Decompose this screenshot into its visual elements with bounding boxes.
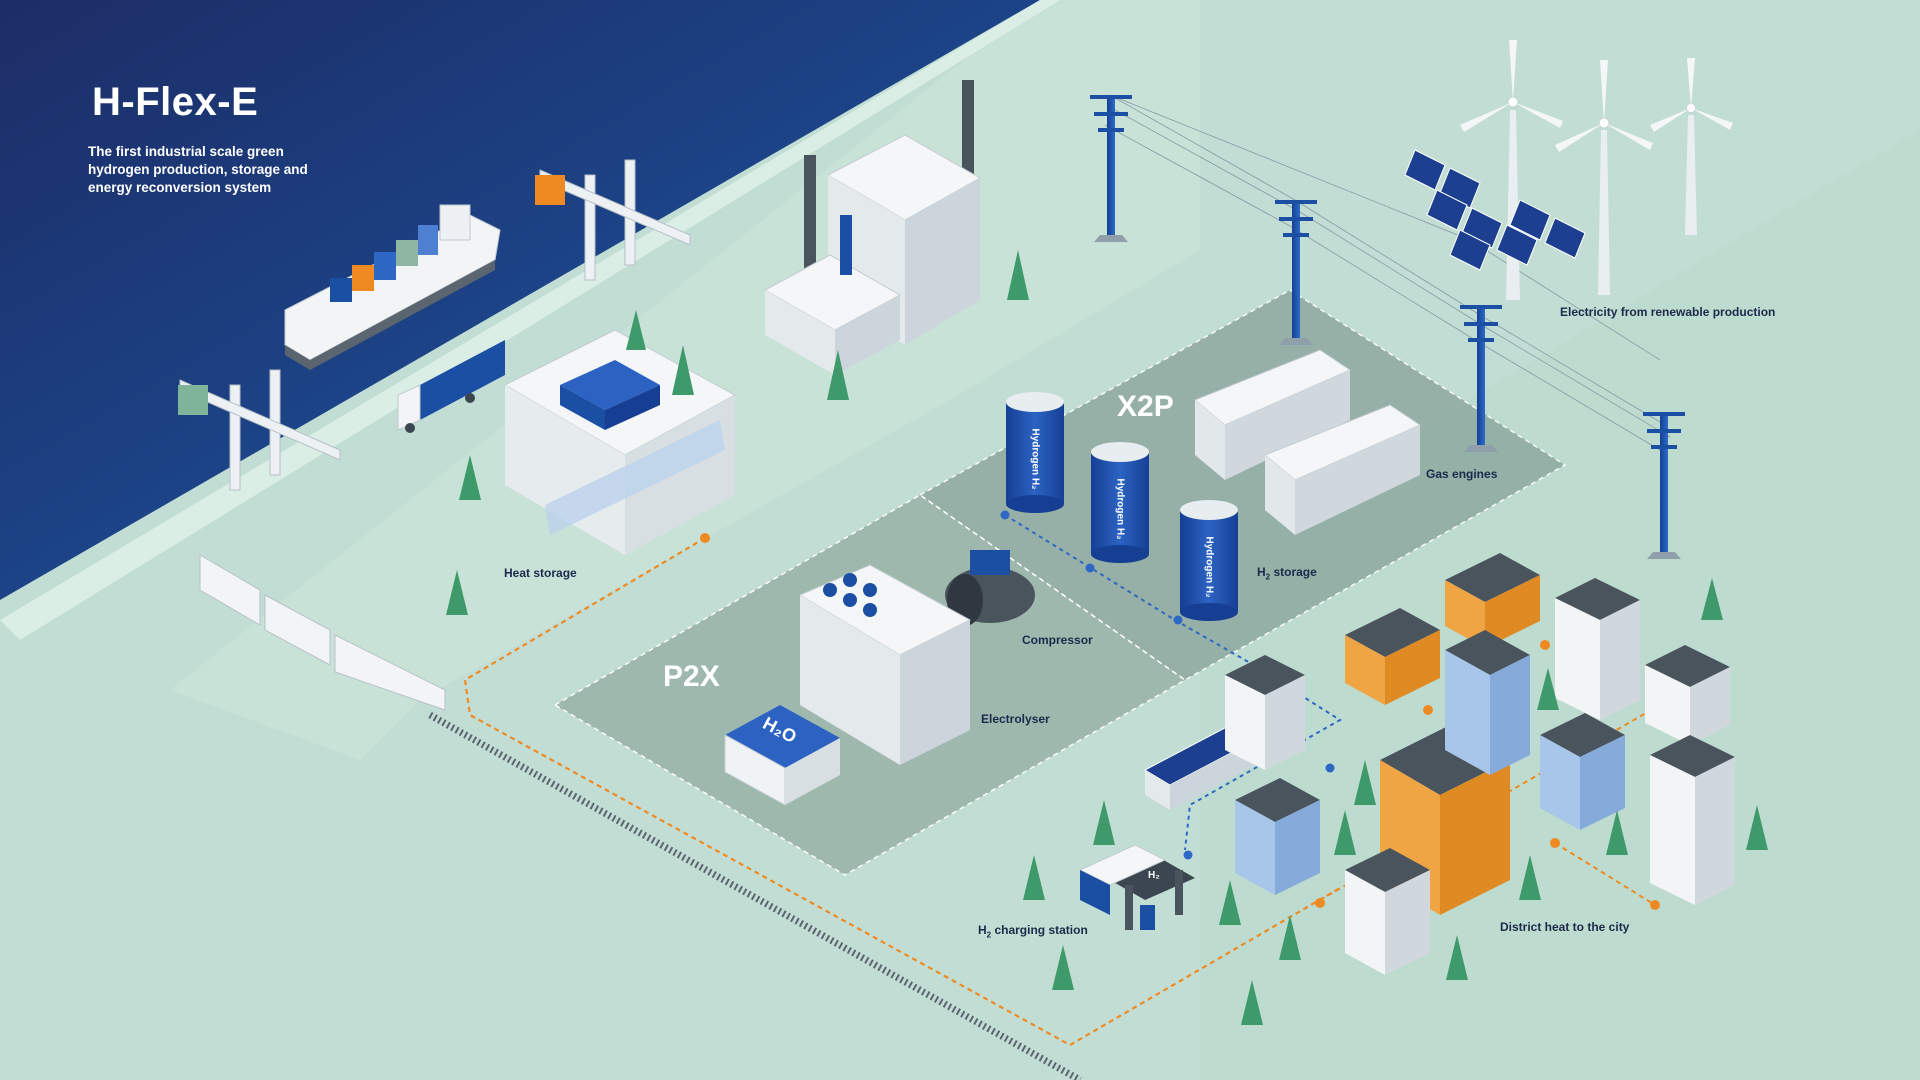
h2-storage-label-sub: 2 <box>1265 572 1271 582</box>
h2-storage-label-h: H <box>1257 565 1266 579</box>
district-heat-label: District heat to the city <box>1500 920 1630 934</box>
city-building-blue <box>1540 713 1625 830</box>
page-title: H-Flex-E <box>92 80 259 124</box>
page-subtitle: The first industrial scale green hydroge… <box>88 144 308 195</box>
gas-engines-label: Gas engines <box>1426 467 1498 481</box>
district-heat-line <box>1554 842 1656 906</box>
charging-station-label: H2 charging station <box>978 923 1088 939</box>
city-building-grey <box>1650 735 1735 905</box>
compressor-label: Compressor <box>1022 633 1093 647</box>
charging-label-sub: 2 <box>986 930 992 940</box>
tank-label: Hydrogen H₂ <box>1203 536 1215 598</box>
power-pylon <box>1275 200 1317 345</box>
hydrogen-tank <box>1091 442 1149 563</box>
hydrogen-tank <box>1180 500 1238 621</box>
electrolyser <box>798 564 972 765</box>
charging-label-h: H <box>978 923 987 937</box>
power-pylon <box>1643 412 1685 559</box>
train <box>199 554 446 711</box>
tank-label: Hydrogen H₂ <box>1114 478 1126 540</box>
renewables-label: Electricity from renewable production <box>1560 305 1776 319</box>
hydrogen-pipeline-node <box>1085 563 1095 573</box>
hydrogen-pipeline-node <box>1000 510 1010 520</box>
city-building-orange <box>1345 608 1440 705</box>
hydrogen-pipeline-node <box>1183 850 1193 860</box>
charging-badge: H₂ <box>1148 870 1160 881</box>
electrolyser-label: Electrolyser <box>981 712 1050 726</box>
wind-turbine <box>1555 60 1653 295</box>
gas-engine <box>1264 404 1422 535</box>
city-building-grey <box>1645 645 1730 745</box>
district-heat-node <box>1423 705 1433 715</box>
gas-engine <box>1194 349 1352 480</box>
gantry-crane <box>178 369 341 491</box>
charging-label-text: charging station <box>991 923 1088 937</box>
wind-turbine <box>1650 58 1733 235</box>
solar-park <box>1404 149 1586 271</box>
x2p-zone-label: X2P <box>1117 390 1174 423</box>
power-plant <box>763 80 982 375</box>
city-building-blue <box>1445 630 1530 775</box>
heat-pipeline-node <box>700 533 710 543</box>
gantry-crane <box>535 159 691 281</box>
trees <box>446 250 1768 1025</box>
container-ship <box>284 204 501 370</box>
x2p-zone <box>918 289 1567 681</box>
district-heat-node <box>1540 640 1550 650</box>
p2x-zone-label: P2X <box>663 660 720 693</box>
water-tank <box>724 705 840 806</box>
h2-storage-label-text: storage <box>1270 565 1317 579</box>
sea-area <box>0 0 1040 600</box>
hydrogen-pipeline-node <box>1173 615 1183 625</box>
city-building-orange <box>1445 553 1540 648</box>
power-pylon <box>1460 305 1502 452</box>
tank-label: Hydrogen H₂ <box>1029 428 1041 490</box>
heat-storage-label: Heat storage <box>504 566 577 580</box>
truck <box>397 340 505 433</box>
hydrogen-pipeline-node <box>1325 763 1335 773</box>
hydrogen-tank <box>1006 392 1064 513</box>
city-building-grey <box>1345 848 1430 975</box>
district-heat-node <box>1650 900 1660 910</box>
quay-edge <box>0 0 1060 640</box>
charging-station <box>1078 844 1195 930</box>
city-building-blue <box>1235 778 1320 895</box>
railway-track <box>428 711 1082 1080</box>
heat-storage-building <box>503 329 737 555</box>
power-pylon <box>1090 95 1132 242</box>
city-building-grey <box>1225 655 1305 770</box>
city-building-grey <box>1555 578 1640 720</box>
h2-storage-label: H2 storage <box>1257 565 1317 581</box>
district-heat-node <box>1315 898 1325 908</box>
